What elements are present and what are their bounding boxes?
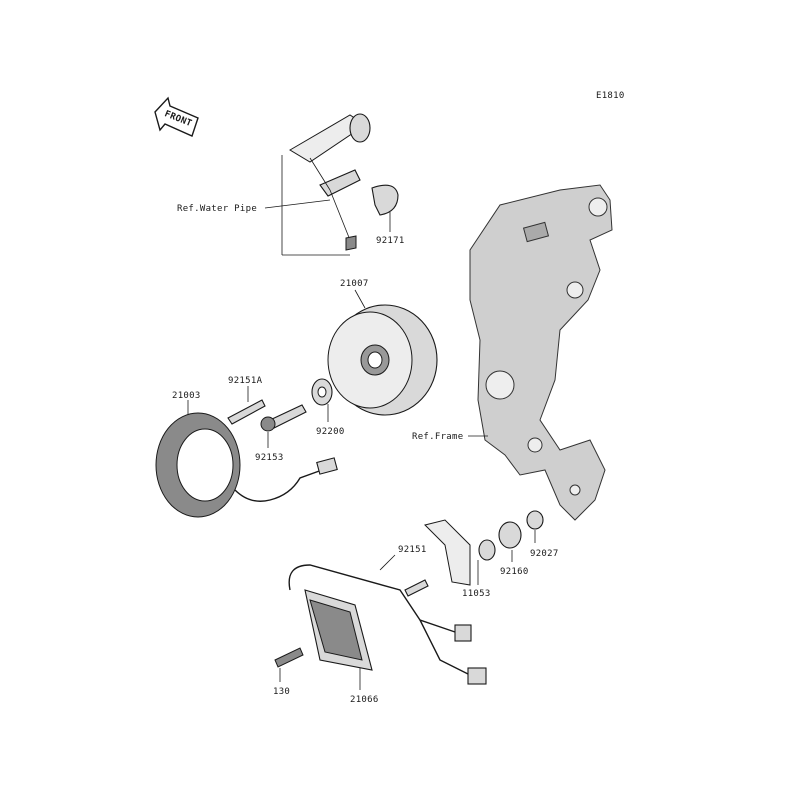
frame-part	[469, 184, 613, 521]
washer-part	[311, 378, 333, 422]
label-92151A: 92151A	[228, 376, 263, 386]
diagram-id: E1810	[596, 91, 625, 101]
label-92171: 92171	[376, 236, 405, 246]
flywheel-part	[327, 289, 438, 416]
label-92200: 92200	[316, 427, 345, 437]
label-11053: 11053	[462, 589, 491, 599]
label-130: 130	[273, 687, 290, 697]
bracket-part	[404, 510, 544, 597]
water-pipe-assembly	[264, 113, 399, 256]
label-21003: 21003	[172, 391, 201, 401]
label-92153: 92153	[255, 453, 284, 463]
label-92160: 92160	[500, 567, 529, 577]
label-92027: 92027	[530, 549, 559, 559]
front-arrow-icon: FRONT	[154, 96, 199, 137]
label-21007: 21007	[340, 279, 369, 289]
regulator-part	[274, 554, 487, 690]
bolt-part	[227, 386, 307, 448]
label-92151: 92151	[398, 545, 427, 555]
label-ref-frame: Ref.Frame	[412, 432, 463, 442]
label-21066: 21066	[350, 695, 379, 705]
label-ref-water-pipe: Ref.Water Pipe	[177, 204, 257, 214]
stator-part	[155, 400, 338, 518]
